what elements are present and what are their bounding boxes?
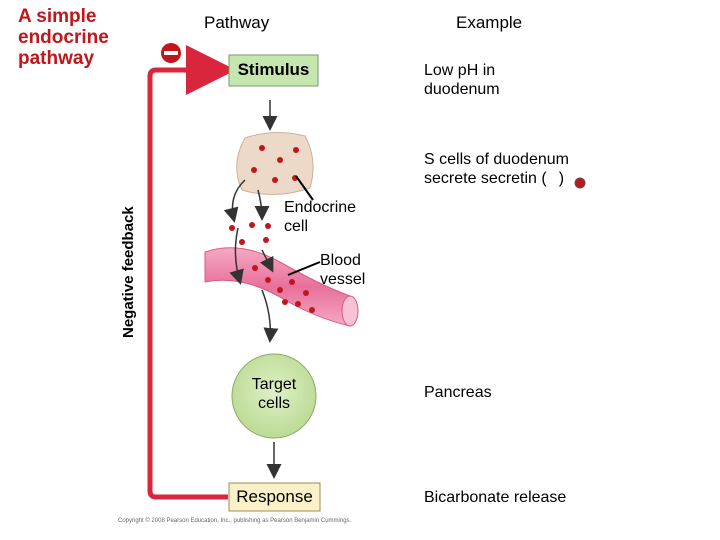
example-endocrine-line1: S cells of duodenum [424, 151, 569, 168]
negative-feedback-label: Negative feedback [120, 206, 137, 338]
example-endocrine-line2-pre: secrete secretin ( [424, 170, 547, 187]
response-box [228, 482, 321, 512]
blood-vessel [204, 247, 359, 327]
secretin-symbol-icon [574, 177, 586, 189]
hormone-dots-cell [251, 145, 299, 183]
response-label: Response [236, 487, 313, 506]
example-response: Bicarbonate release [424, 489, 567, 506]
vessel-pointer-line [287, 261, 321, 276]
endocrine-pointer-line [295, 175, 314, 201]
pathway-header: Pathway [204, 13, 270, 32]
stimulus-label: Stimulus [237, 60, 310, 79]
diagram-title: A simple endocrine pathway [18, 6, 109, 69]
example-endocrine-line2-post: ) [558, 170, 565, 187]
target-cells-circle [231, 353, 317, 439]
example-endocrine-line2: secrete secretin () [424, 169, 624, 188]
negative-sign-icon [161, 43, 181, 63]
hormone-dots-secreted [229, 222, 271, 245]
target-cells-label: Target cells [251, 376, 297, 412]
example-stimulus: Low pH in duodenum [424, 62, 500, 98]
feedback-loop-line [147, 45, 236, 500]
example-header: Example [456, 13, 523, 32]
example-target: Pancreas [424, 384, 492, 401]
example-endocrine: S cells of duodenum secrete secretin () [424, 150, 624, 188]
copyright-text: Copyright © 2008 Pearson Education, Inc.… [118, 518, 352, 524]
blood-vessel-label: Blood vessel [320, 252, 366, 288]
endocrine-cell-label: Endocrine cell [284, 199, 357, 235]
stimulus-box [228, 54, 319, 87]
